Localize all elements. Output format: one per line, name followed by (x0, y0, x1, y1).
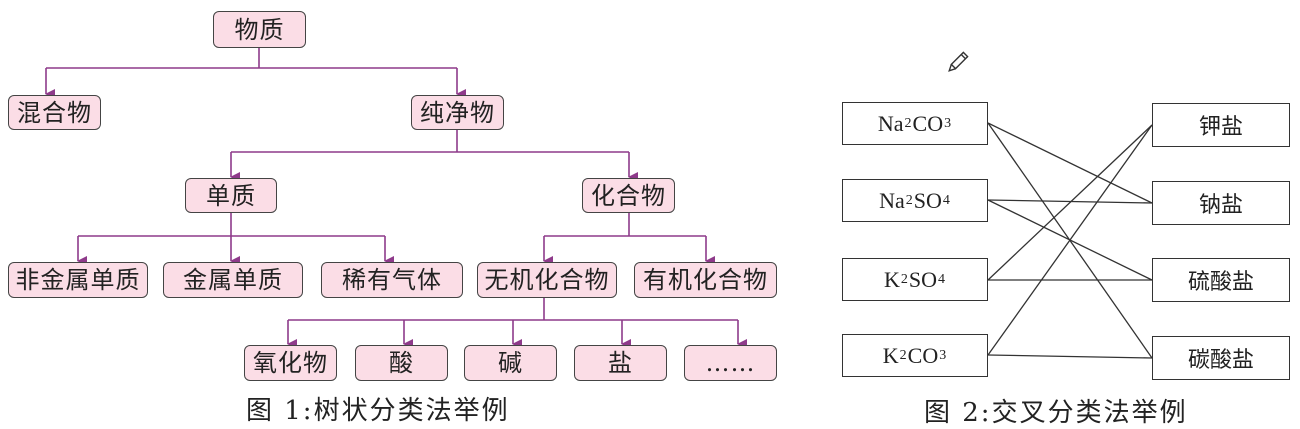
figure1-caption: 图 1:树状分类法举例 (246, 396, 510, 426)
edge-k2so4-potassium (987, 124, 1153, 281)
cross-right-sulfate: 硫酸盐 (1152, 258, 1290, 302)
formula-part: CO (912, 110, 944, 136)
pencil-icon (948, 51, 969, 72)
node-acid: 酸 (355, 345, 448, 381)
formula-part: Na (877, 110, 904, 136)
node-mixture: 混合物 (8, 95, 101, 130)
node-pure-substance: 纯净物 (411, 95, 504, 130)
node-compound: 化合物 (582, 178, 675, 213)
node-organic-compound: 有机化合物 (634, 262, 777, 298)
edge-k2co3-carbonate (987, 354, 1153, 359)
cross-connectors (987, 122, 1153, 359)
cross-right-carbonate: 碳酸盐 (1152, 336, 1290, 380)
node-more: …… (684, 345, 777, 381)
formula-part: K (882, 342, 899, 368)
node-nonmetal-element: 非金属单质 (8, 262, 148, 298)
formula-part: Na (879, 187, 905, 213)
formula-part: CO (907, 342, 939, 368)
node-inorganic-compound: 无机化合物 (477, 262, 617, 298)
node-matter: 物质 (213, 11, 306, 48)
formula-sub: 4 (938, 271, 945, 287)
node-noble-gas: 稀有气体 (321, 262, 463, 298)
node-salt: 盐 (574, 345, 667, 381)
formula-sub: 3 (944, 115, 952, 131)
figure2-caption: 图 2:交叉分类法举例 (924, 398, 1188, 428)
formula-part: K (883, 266, 900, 292)
node-element: 单质 (185, 178, 277, 213)
formula-sub: 2 (905, 192, 913, 208)
formula-sub: 2 (900, 271, 908, 287)
node-base: 碱 (464, 345, 557, 381)
edge-na2so4-sodium (987, 199, 1153, 204)
formula-sub: 2 (904, 115, 912, 131)
edge-k2co3-potassium (987, 124, 1153, 356)
node-metal-element: 金属单质 (163, 262, 303, 298)
edge-na2co3-sodium (987, 122, 1153, 204)
tree-connectors (45, 48, 747, 349)
formula-part: SO (908, 266, 937, 292)
node-oxide: 氧化物 (244, 345, 337, 381)
formula-part: SO (913, 187, 942, 213)
formula-sub: 3 (939, 347, 947, 363)
formula-sub: 2 (899, 347, 907, 363)
formula-sub: 4 (942, 192, 950, 208)
cross-right-sodium-salt: 钠盐 (1152, 181, 1290, 225)
cross-right-potassium-salt: 钾盐 (1152, 103, 1290, 147)
